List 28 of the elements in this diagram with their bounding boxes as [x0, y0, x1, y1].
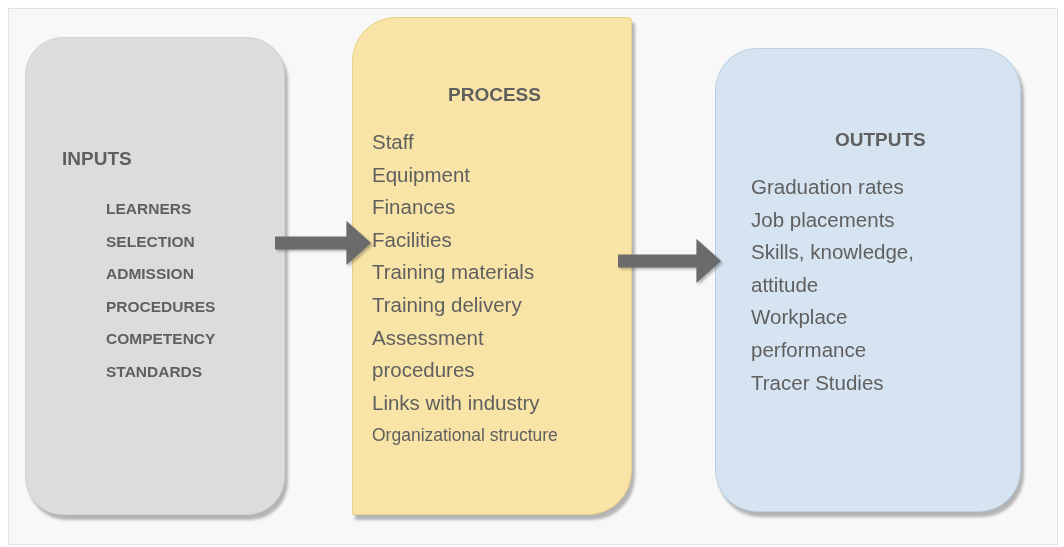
list-item: Organizational structure [372, 424, 558, 448]
list-item: Workplace performance [751, 304, 868, 363]
stage-box [352, 17, 632, 515]
list-item: Links with industry [372, 389, 540, 416]
list-item: Skills, knowledge, attitude [751, 239, 915, 298]
list-item: Staff [372, 129, 414, 155]
list-item: Finances [372, 194, 456, 221]
block-arrow [618, 238, 722, 284]
list-item: STANDARDS [106, 361, 203, 382]
list-item: Tracer Studies [751, 369, 884, 396]
stage-heading: OUTPUTS [835, 129, 926, 151]
list-item: Training delivery [372, 291, 522, 318]
list-item: Training materials [372, 259, 535, 286]
list-item: Facilities [372, 226, 452, 253]
stage-box [715, 48, 1021, 512]
list-item: ADMISSION [106, 264, 194, 285]
stage-heading: INPUTS [62, 148, 132, 170]
list-item: COMPETENCY [106, 329, 216, 350]
list-item: Assessment procedures [372, 324, 485, 384]
stage-box [25, 37, 285, 515]
list-item: PROCEDURES [106, 296, 216, 317]
block-arrow [275, 220, 372, 266]
list-item: Equipment [372, 161, 470, 188]
list-item: Job placements [751, 206, 895, 233]
stage-heading: PROCESS [448, 84, 541, 106]
list-item: SELECTION [106, 231, 195, 252]
list-item: Graduation rates [751, 174, 904, 200]
list-item: LEARNERS [106, 199, 192, 219]
